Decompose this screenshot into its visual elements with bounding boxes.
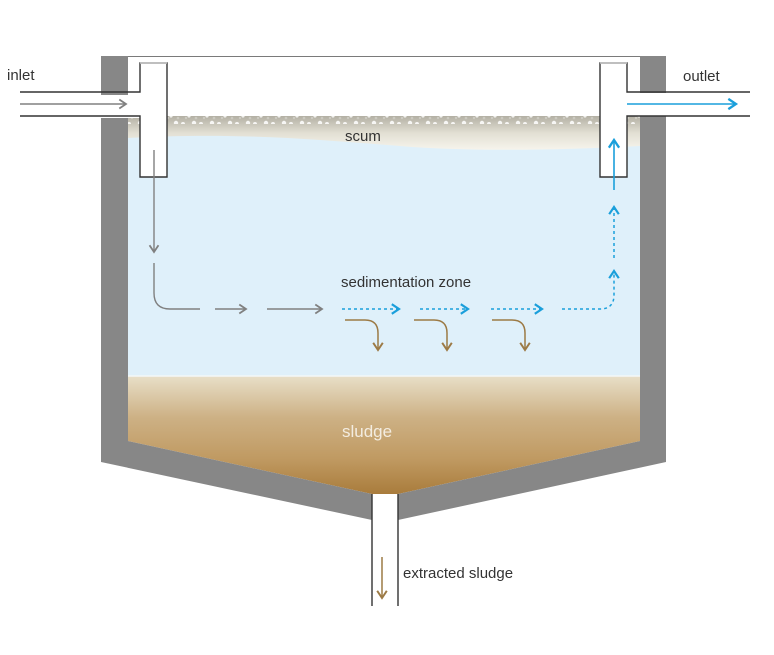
sludge-extraction-pipe	[371, 494, 399, 606]
outlet-pipe	[599, 62, 750, 178]
settling-arrow-icon	[345, 319, 384, 352]
scum-bubbles	[128, 113, 640, 124]
outlet-flow	[607, 97, 739, 190]
dotted-arrow-icon	[562, 269, 620, 310]
outlet-label: outlet	[683, 68, 721, 85]
inlet-flow	[20, 98, 324, 315]
water-zone	[128, 118, 640, 376]
inlet-label: inlet	[7, 67, 35, 84]
settling-arrow-icon	[492, 319, 531, 352]
sludge-label: sludge	[342, 422, 392, 441]
sedimentation-flow	[342, 205, 620, 315]
extracted-sludge-label: extracted sludge	[403, 565, 513, 582]
sludge-layer	[128, 376, 640, 494]
scum-layer	[128, 116, 640, 150]
sedimentation-zone-label: sedimentation zone	[341, 274, 471, 291]
scum-label: scum	[345, 128, 381, 145]
settling-flow	[345, 319, 531, 600]
settling-arrow-icon	[414, 319, 453, 352]
